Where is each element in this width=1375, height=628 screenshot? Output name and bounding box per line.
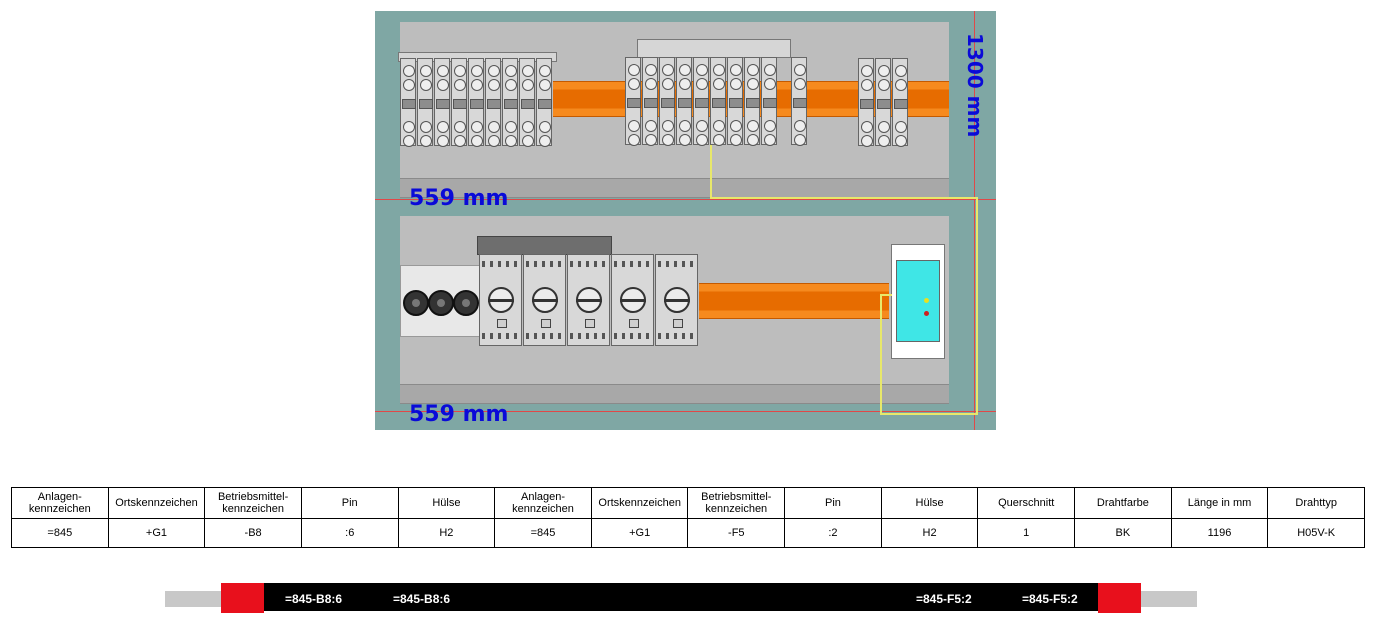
- motor-protection-switch: [611, 254, 654, 346]
- header-cell: Anlagen-kennzeichen: [11, 487, 109, 519]
- ferrule-left: [221, 583, 264, 613]
- wire-route-segment: [880, 413, 978, 415]
- table-cell: -B8: [204, 518, 302, 548]
- circuit-breaker: [761, 57, 777, 146]
- table-cell: :6: [300, 518, 399, 548]
- header-cell: Betriebsmittel-kennzeichen: [204, 487, 302, 519]
- circuit-breaker: [693, 57, 709, 146]
- circuit-breaker: [502, 58, 518, 147]
- cable-grommet: [453, 290, 479, 316]
- table-row: =845 +G1 -B8 :6 H2 =845 +G1 -F5 :2 H2 1 …: [11, 518, 1365, 548]
- ferrule-right: [1098, 583, 1141, 613]
- circuit-breaker: [659, 57, 675, 146]
- wire-route-segment: [880, 294, 882, 415]
- header-cell: Drahttyp: [1267, 487, 1365, 519]
- header-cell: Hülse: [880, 487, 979, 519]
- marker-label: =845-B8:6: [393, 592, 451, 606]
- wire-marker-preview: =845-B8:6 =845-B8:6 =845-F5:2 =845-F5:2: [165, 583, 1197, 613]
- wire-route-segment: [976, 197, 978, 415]
- header-cell: Hülse: [397, 487, 496, 519]
- din-rail-lower: [699, 283, 889, 319]
- table-cell: :2: [784, 518, 882, 548]
- stripped-end-left: [165, 591, 223, 607]
- table-cell: -F5: [687, 518, 786, 548]
- circuit-breaker: [892, 58, 908, 147]
- motor-protection-switch: [655, 254, 698, 346]
- circuit-breaker: [710, 57, 726, 146]
- status-led-yellow: [924, 298, 929, 303]
- header-cell: Drahtfarbe: [1074, 487, 1172, 519]
- dimension-line-vertical: [974, 11, 975, 430]
- stripped-end-right: [1139, 591, 1197, 607]
- header-cell: Pin: [784, 487, 882, 519]
- circuit-breaker: [625, 57, 641, 146]
- circuit-breaker: [519, 58, 535, 147]
- socket-outlet: [891, 244, 945, 359]
- circuit-breaker: [536, 58, 552, 147]
- wire-insulation: [264, 583, 1100, 611]
- circuit-breaker: [485, 58, 501, 147]
- header-cell: Ortskennzeichen: [590, 487, 689, 519]
- marker-label: =845-F5:2: [1022, 592, 1078, 606]
- motor-protection-cover: [477, 236, 612, 255]
- marker-label: =845-B8:6: [285, 592, 343, 606]
- table-cell: H2: [880, 518, 979, 548]
- wire-route-segment: [880, 294, 892, 296]
- motor-protection-switch: [479, 254, 522, 346]
- table-cell: 1: [977, 518, 1076, 548]
- circuit-breaker: [858, 58, 874, 147]
- table-cell: 1196: [1170, 518, 1269, 548]
- marker-label: =845-F5:2: [916, 592, 972, 606]
- motor-protection-switch: [567, 254, 610, 346]
- header-cell: Querschnitt: [977, 487, 1076, 519]
- circuit-breaker: [642, 57, 658, 146]
- header-cell: Anlagen-kennzeichen: [494, 487, 592, 519]
- cable-grommet: [428, 290, 454, 316]
- width-dimension-bottom: 559 mm: [409, 402, 509, 427]
- header-cell: Betriebsmittel-kennzeichen: [687, 487, 786, 519]
- table-cell: +G1: [590, 518, 689, 548]
- wire-route-segment: [710, 197, 978, 199]
- wire-route-segment: [710, 137, 712, 199]
- circuit-breaker: [791, 57, 807, 146]
- circuit-breaker: [468, 58, 484, 147]
- table-header-row: Anlagen-kennzeichen Ortskennzeichen Betr…: [11, 487, 1365, 519]
- circuit-breaker: [676, 57, 692, 146]
- table-cell: H05V-K: [1267, 518, 1365, 548]
- table-cell: +G1: [107, 518, 206, 548]
- table-cell: BK: [1074, 518, 1172, 548]
- wire-connection-table: Anlagen-kennzeichen Ortskennzeichen Betr…: [11, 487, 1365, 548]
- cabinet-layout-view: 559 mm 559 mm 1300 mm: [375, 11, 996, 430]
- circuit-breaker: [451, 58, 467, 147]
- width-dimension-top: 559 mm: [409, 186, 509, 211]
- header-cell: Ortskennzeichen: [107, 487, 206, 519]
- header-cell: Länge in mm: [1170, 487, 1269, 519]
- height-dimension: 1300 mm: [963, 33, 987, 138]
- circuit-breaker: [875, 58, 891, 147]
- dimension-line-top: [375, 199, 996, 200]
- status-led-red: [924, 311, 929, 316]
- header-cell: Pin: [300, 487, 399, 519]
- motor-protection-switch: [523, 254, 566, 346]
- cable-grommet: [403, 290, 429, 316]
- table-cell: =845: [11, 518, 109, 548]
- circuit-breaker: [400, 58, 416, 147]
- circuit-breaker: [417, 58, 433, 147]
- circuit-breaker: [727, 57, 743, 146]
- circuit-breaker: [434, 58, 450, 147]
- table-cell: H2: [397, 518, 496, 548]
- terminal-group-cover: [637, 39, 791, 58]
- table-cell: =845: [494, 518, 592, 548]
- lower-cable-duct: [400, 384, 949, 404]
- circuit-breaker: [744, 57, 760, 146]
- socket-face: [896, 260, 940, 342]
- dimension-line-bottom: [375, 411, 996, 412]
- upper-cable-duct: [400, 178, 949, 198]
